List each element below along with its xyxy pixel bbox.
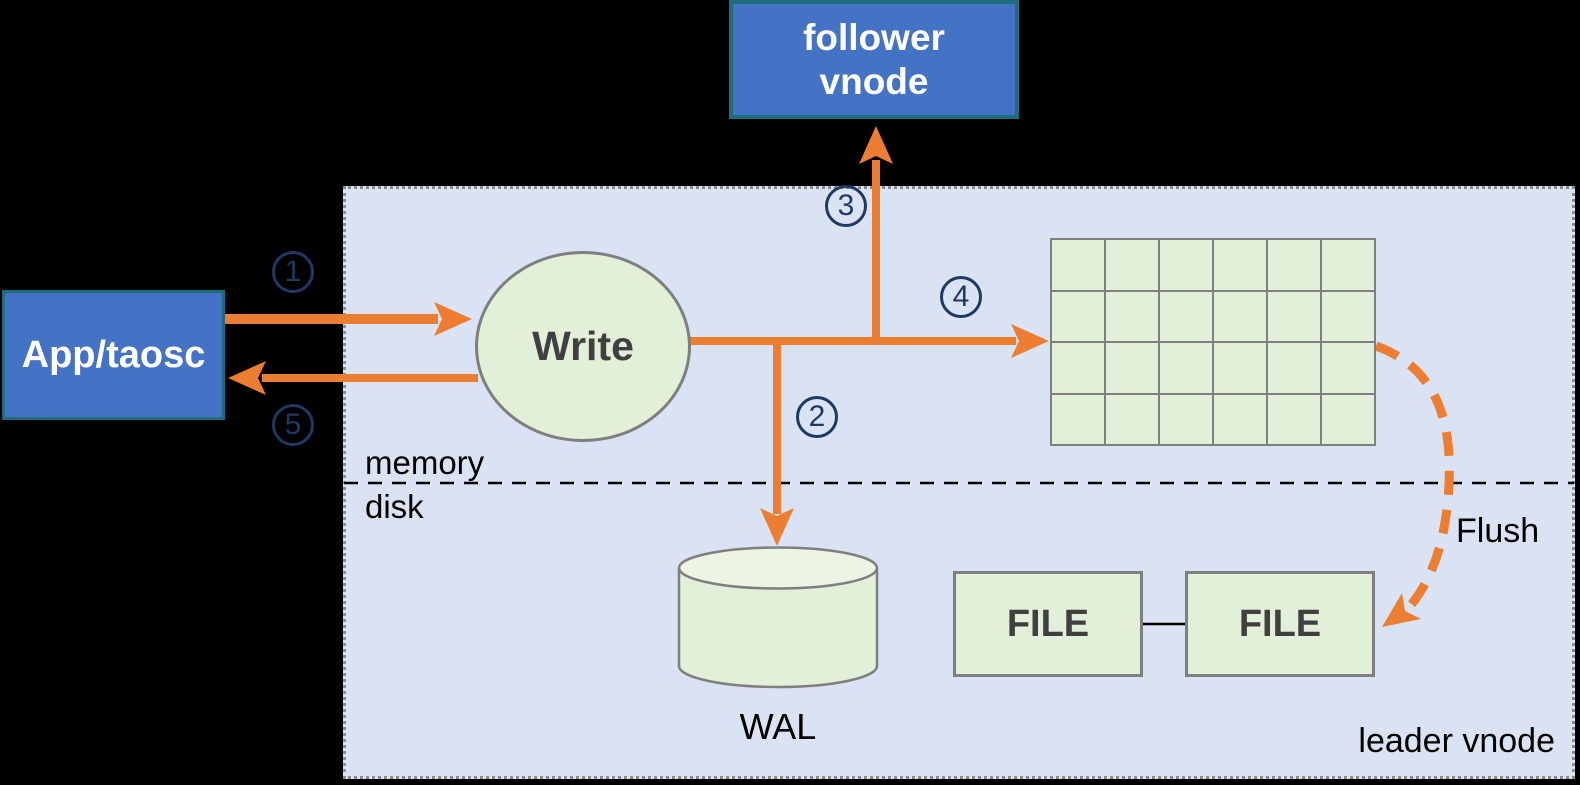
mem-table-cell (1052, 343, 1104, 393)
file-node-left: FILE (953, 571, 1143, 677)
app-taosc-label: App/taosc (21, 333, 206, 376)
mem-table-cell (1214, 240, 1266, 290)
mem-table-cell (1322, 343, 1374, 393)
mem-table-cell (1106, 343, 1158, 393)
step-badge-1: 1 (272, 251, 314, 293)
mem-table-cell (1268, 394, 1320, 444)
follower-vnode-label-line1: follower (803, 16, 945, 58)
arrow-step5-head (228, 361, 266, 395)
file-right-label: FILE (1238, 602, 1322, 645)
mem-table-cell (1160, 343, 1212, 393)
step-badge-3: 3 (825, 185, 867, 227)
follower-vnode-label-line2: vnode (819, 60, 929, 102)
mem-table-cell (1160, 240, 1212, 290)
mem-table-cell (1106, 394, 1158, 444)
mem-table-cell (1214, 291, 1266, 341)
mem-table-cell (1322, 394, 1374, 444)
file-left-label: FILE (1006, 602, 1090, 645)
mem-table-cell (1160, 394, 1212, 444)
mem-table-cell (1214, 394, 1266, 444)
mem-table-cell (1268, 343, 1320, 393)
step-badge-2: 2 (796, 396, 838, 438)
mem-table-cell (1052, 291, 1104, 341)
step-badge-5: 5 (272, 404, 314, 446)
flush-label: Flush (1456, 512, 1540, 550)
mem-table-cell (1106, 291, 1158, 341)
wal-label: WAL (739, 706, 817, 747)
mem-table-cell (1214, 343, 1266, 393)
mem-table-cell (1106, 240, 1158, 290)
mem-table-cell (1322, 240, 1374, 290)
mem-table-cell (1268, 291, 1320, 341)
mem-table-cell (1268, 240, 1320, 290)
leader-vnode-label: leader vnode (1358, 722, 1555, 760)
memory-label: memory (365, 444, 485, 481)
write-label: Write (532, 323, 634, 369)
mem-table-cell (1052, 240, 1104, 290)
file-node-right: FILE (1185, 571, 1375, 677)
arrow-step3-head (859, 126, 893, 164)
write-node: Write (475, 251, 691, 442)
mem-table-grid (1050, 238, 1376, 446)
mem-table-cell (1160, 291, 1212, 341)
app-taosc-node: App/taosc (2, 290, 225, 420)
follower-vnode-node: follower vnode (729, 0, 1019, 119)
mem-table-cell (1052, 394, 1104, 444)
mem-table-cell (1322, 291, 1374, 341)
disk-label: disk (365, 488, 424, 525)
step-badge-4: 4 (940, 276, 982, 318)
